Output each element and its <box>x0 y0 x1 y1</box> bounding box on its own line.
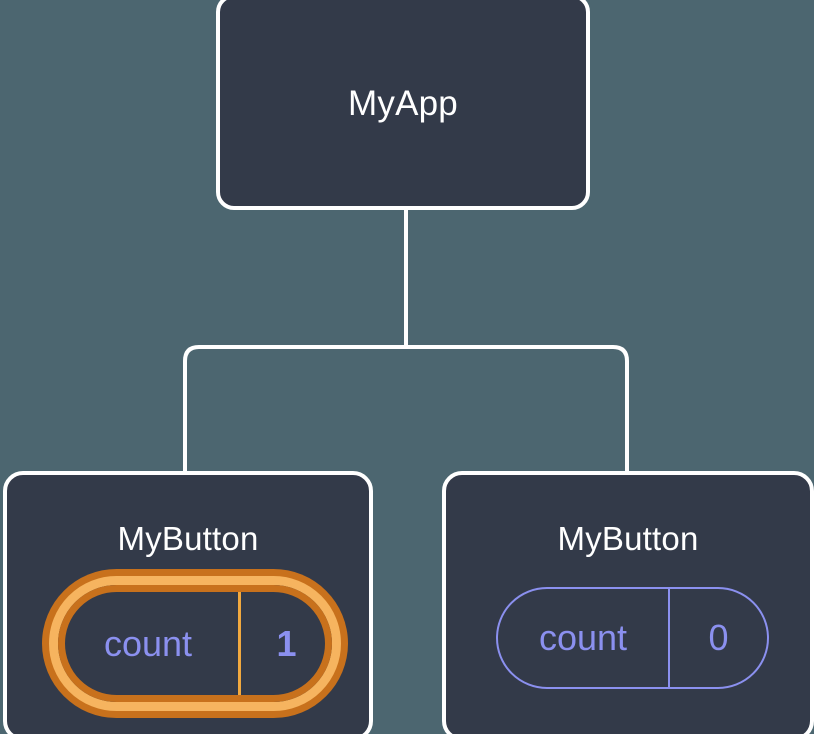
state-value: 1 <box>276 622 297 664</box>
state-pill-highlighted[interactable]: count 1 <box>49 576 341 711</box>
component-title: MyButton <box>117 520 259 557</box>
state-label: count <box>58 585 241 702</box>
component-title: MyButton <box>557 520 699 557</box>
component-node-myapp[interactable]: MyApp <box>216 0 590 210</box>
component-node-mybutton-right[interactable]: MyButton count 0 <box>442 471 814 734</box>
component-title: MyApp <box>348 84 458 123</box>
state-label: count <box>498 589 670 687</box>
state-pill[interactable]: count 0 <box>496 587 769 689</box>
connector-branch-bar <box>183 345 629 471</box>
component-node-mybutton-left[interactable]: MyButton count 1 <box>3 471 373 734</box>
state-value: 0 <box>708 617 729 658</box>
